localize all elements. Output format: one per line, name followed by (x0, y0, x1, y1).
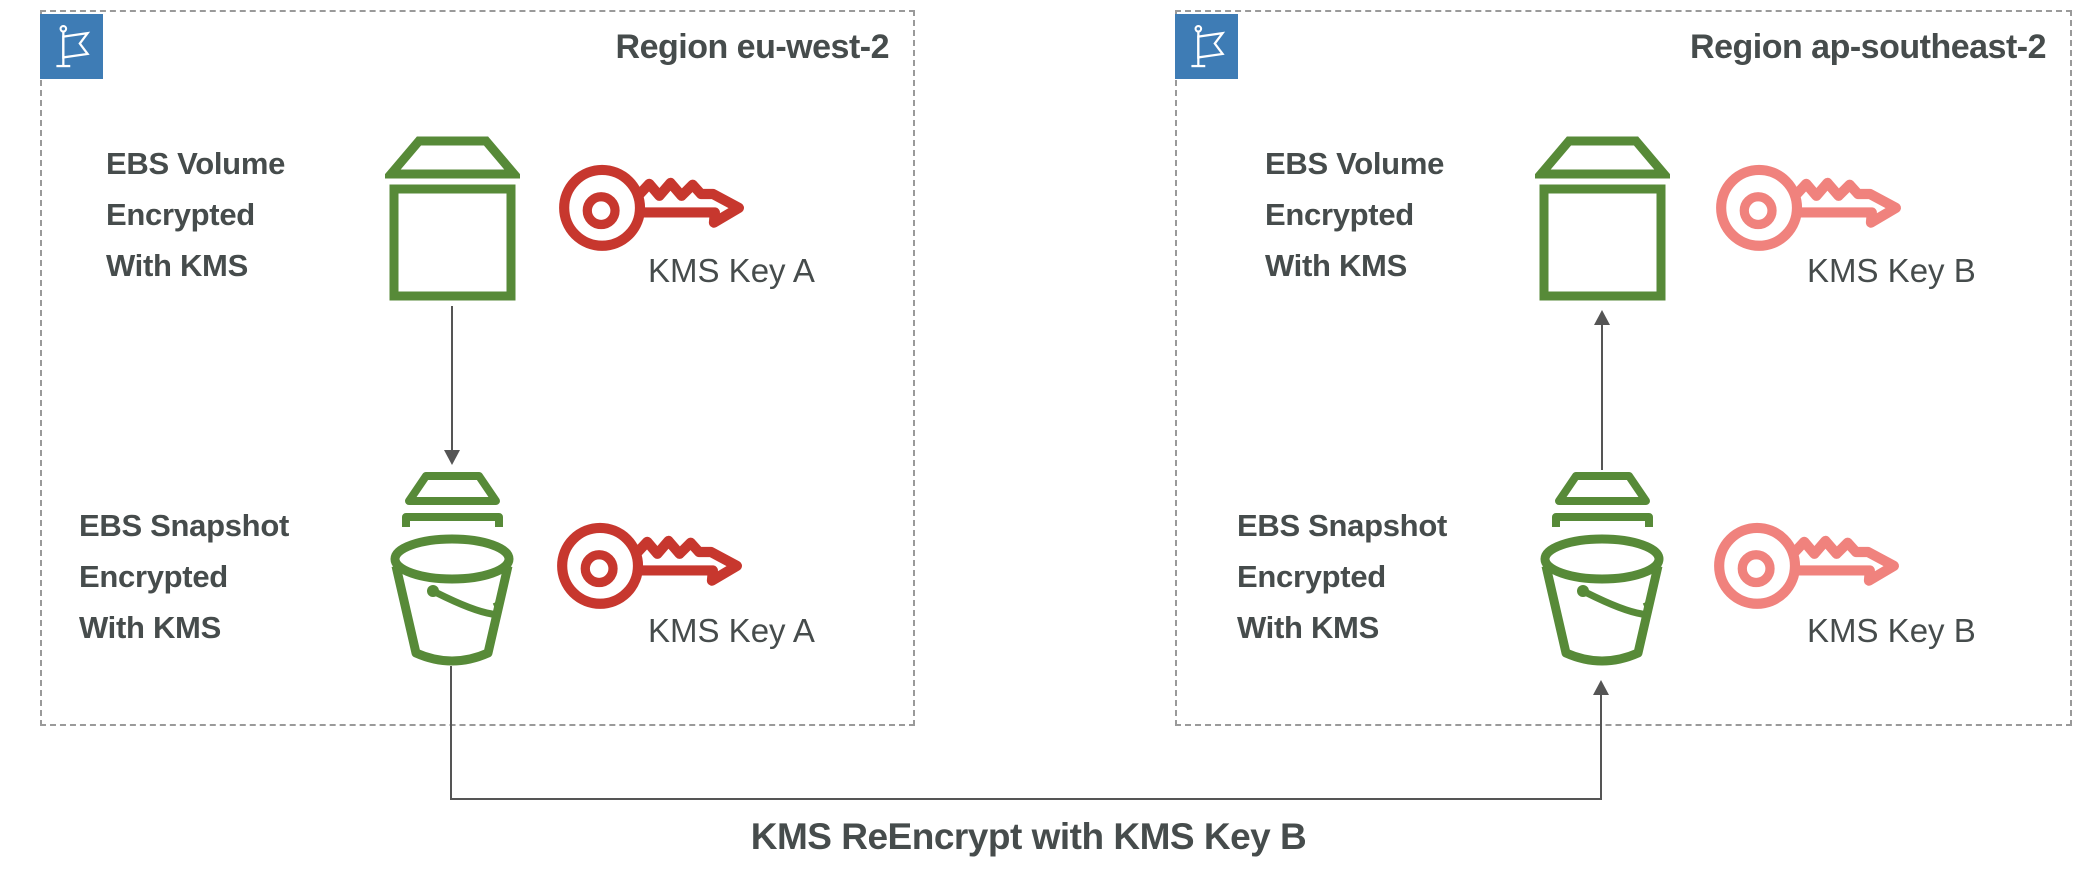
ebs-volume-label: EBS Volume Encrypted With KMS (1265, 146, 1445, 283)
ebs-volume-icon (1535, 135, 1670, 307)
region-flag-icon (40, 14, 103, 79)
arrowhead-up-icon (1593, 680, 1609, 695)
volume-to-snapshot-arrow (451, 306, 453, 452)
arrowhead-down-icon (444, 450, 460, 465)
ebs-volume-label: EBS Volume Encrypted With KMS (106, 146, 286, 283)
cross-region-connector-bottom (450, 798, 1602, 800)
region-title: Region eu-west-2 (615, 28, 890, 66)
kms-key-icon (552, 512, 748, 621)
ebs-snapshot-icon (1535, 470, 1670, 680)
region-flag-icon (1175, 14, 1238, 79)
cross-region-connector-right (1600, 694, 1602, 800)
cross-region-connector-left (450, 666, 452, 800)
reencrypt-caption: KMS ReEncrypt with KMS Key B (750, 816, 1307, 857)
kms-key-icon (1711, 154, 1907, 263)
kms-key-label: KMS Key B (1807, 612, 1976, 649)
kms-key-icon (1709, 512, 1905, 621)
kms-key-label: KMS Key B (1807, 252, 1976, 289)
kms-key-label: KMS Key A (648, 612, 815, 649)
region-box-eu-west-2: Region eu-west-2 EBS Volume Encrypted Wi… (40, 10, 915, 726)
ebs-volume-icon (385, 135, 520, 307)
region-title: Region ap-southeast-2 (1690, 28, 2046, 66)
ebs-snapshot-icon (385, 470, 520, 680)
ebs-snapshot-label: EBS Snapshot Encrypted With KMS (1237, 508, 1447, 645)
kms-key-icon (554, 154, 750, 263)
region-box-ap-southeast-2: Region ap-southeast-2 EBS Volume Encrypt… (1175, 10, 2072, 726)
ebs-snapshot-label: EBS Snapshot Encrypted With KMS (79, 508, 289, 645)
kms-key-label: KMS Key A (648, 252, 815, 289)
snapshot-to-volume-arrow (1601, 324, 1603, 470)
arrowhead-up-icon (1594, 310, 1610, 325)
